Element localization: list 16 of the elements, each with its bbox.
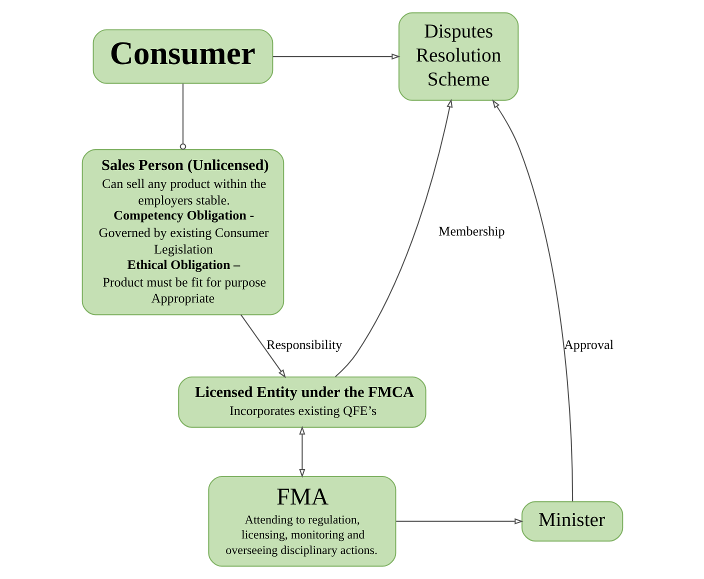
arrow [240,314,286,378]
arrow [492,99,573,502]
connector [179,84,186,150]
node-box: FMA Attending to regulation, licensing, monitoring and overseeing disciplinary actions. [208,476,396,567]
edge-label: Approval [563,337,613,352]
arrow [396,518,523,524]
node-box: Disputes Resolution Scheme [398,12,518,101]
arrow [334,98,452,378]
node-box: Minister [520,501,623,542]
node-box: Consumer [92,29,273,84]
arrow [272,53,400,60]
node-box: Sales Person (Unlicensed) Can sell any product within the employers stable. Competency Obligation - Governed by existing Consumer Legislation Ethical Obligation – Product must be fit for purpose Appropriate [81,148,284,316]
edge-label: Membership [438,223,504,238]
edge-label: Responsibility [266,337,342,352]
node-box: Licensed Entity under the FMCA Incorporates existing QFE’s [178,376,426,428]
arrow [298,426,305,478]
